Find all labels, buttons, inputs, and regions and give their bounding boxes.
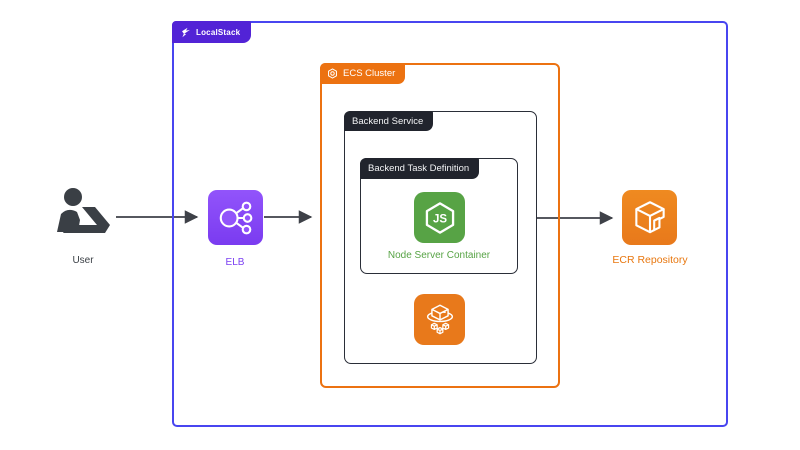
ecs-cluster-boundary [320, 63, 560, 388]
ecs-cluster-badge: ECS Cluster [320, 63, 406, 84]
backend-service-badge: Backend Service [344, 111, 434, 131]
localstack-badge: LocalStack [172, 21, 252, 43]
ecs-service-cube-icon [426, 304, 453, 334]
node-container-tile: JS [414, 192, 465, 243]
nodejs-icon-text: JS [432, 213, 446, 225]
load-balancer-icon [219, 201, 252, 234]
localstack-logo-icon [182, 27, 190, 37]
ecr-repository-cube-icon [634, 200, 665, 233]
node-container-label: Node Server Container [387, 250, 491, 261]
task-definition-badge: Backend Task Definition [360, 158, 480, 179]
ecr-repository-label: ECR Repository [612, 254, 688, 266]
ecs-service-tile [414, 294, 465, 345]
ecr-repository-tile [622, 190, 677, 245]
user-label: User [72, 255, 94, 266]
elb-label: ELB [225, 257, 245, 268]
ecs-cluster-icon [328, 68, 337, 79]
nodejs-hexagon-icon: JS [425, 201, 454, 234]
localstack-boundary [172, 21, 728, 427]
localstack-label: LocalStack [196, 27, 241, 37]
backend-service-label: Backend Service [352, 115, 424, 127]
backend-service-boundary [344, 111, 537, 364]
elb-tile [208, 190, 263, 245]
task-definition-label: Backend Task Definition [368, 163, 470, 174]
ecs-cluster-label: ECS Cluster [343, 68, 396, 79]
person-at-laptop-icon [57, 188, 110, 233]
